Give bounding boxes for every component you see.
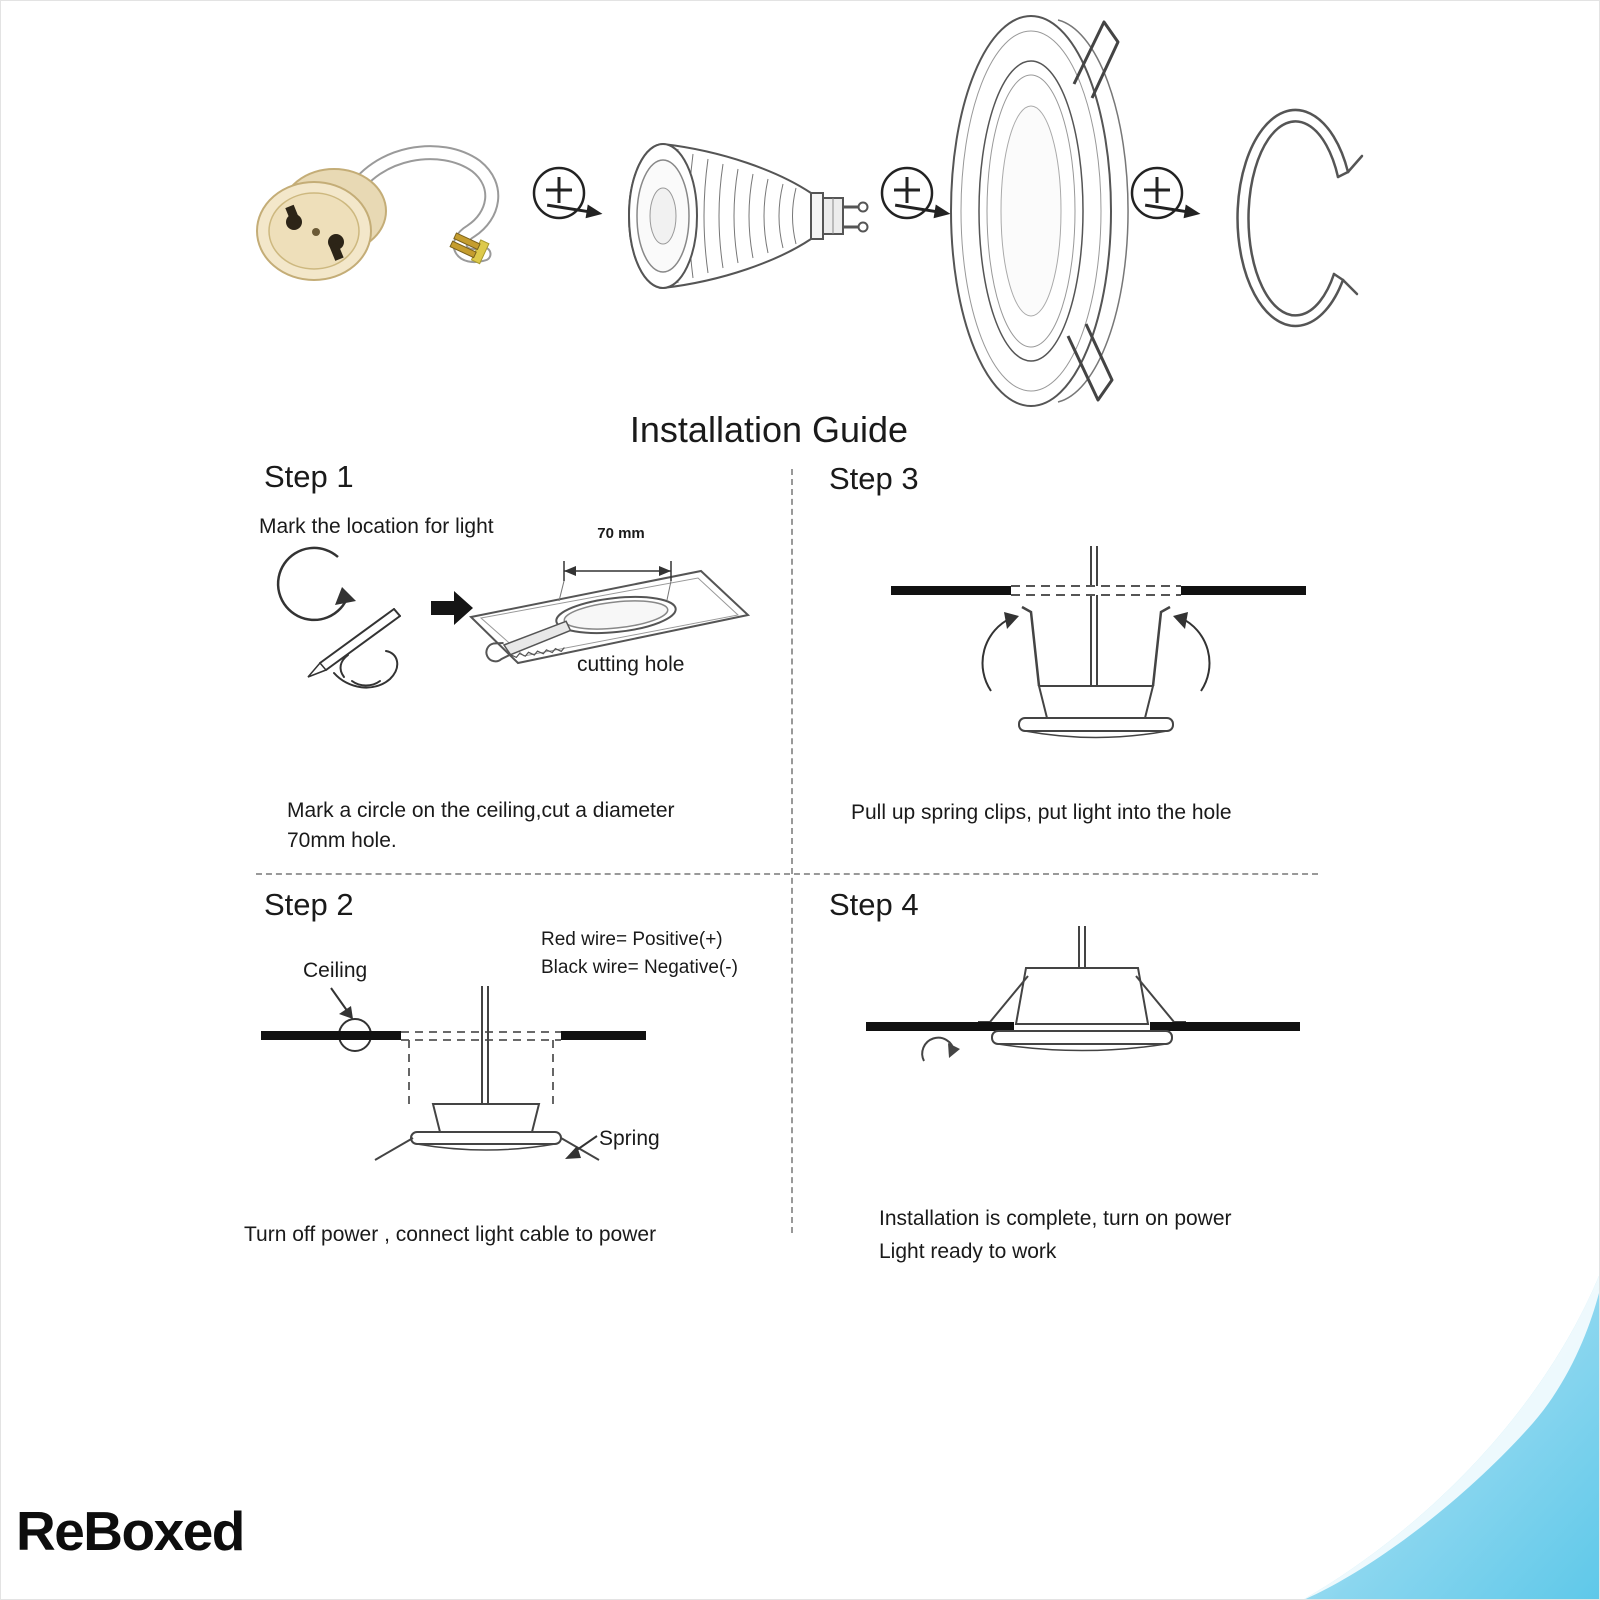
rotate-arrow-left-icon — [981, 612, 1019, 692]
ceiling-left — [261, 1031, 401, 1040]
power-cable — [1078, 926, 1086, 971]
downlight-fixture — [978, 967, 1186, 1025]
step4-caption-line2: Light ready to work — [879, 1240, 1057, 1263]
step3-caption: Pull up spring clips, put light into the… — [851, 801, 1232, 824]
page-title: Installation Guide — [629, 409, 909, 450]
power-cable — [1090, 546, 1098, 686]
step1-caption-line2: 70mm hole. — [287, 829, 397, 852]
circular-arrow-icon — [276, 546, 356, 622]
spring-clips — [1021, 605, 1171, 687]
step3-label: Step 3 — [829, 461, 919, 496]
trim-ring — [991, 1030, 1173, 1052]
hand-pen-icon — [307, 608, 401, 689]
dimension-70mm — [558, 561, 672, 602]
hole-dimension-label: 70 mm — [597, 525, 645, 542]
step2-label: Step 2 — [264, 887, 354, 922]
wire-note-line2: Black wire= Negative(-) — [541, 957, 738, 978]
ceiling-right — [1150, 1022, 1300, 1031]
plus-arrow-icon — [1129, 163, 1205, 235]
lock-arrow-icon — [921, 1036, 960, 1062]
spring-clip-illustration — [1226, 96, 1366, 346]
rotate-arrow-right-icon — [1173, 612, 1211, 692]
ceiling-left — [866, 1022, 1014, 1031]
step3-diagram — [861, 546, 1331, 791]
power-cable — [481, 986, 489, 1104]
wire-note-line1: Red wire= Positive(+) — [541, 929, 723, 950]
step4-caption-line1: Installation is complete, turn on power — [879, 1207, 1232, 1230]
cutting-hole-label: cutting hole — [577, 653, 685, 676]
step1-instruction: Mark the location for light — [259, 515, 494, 538]
ceiling-label: Ceiling — [303, 959, 368, 982]
led-bulb-illustration — [613, 101, 883, 331]
ceiling-pointer-arrow — [330, 987, 372, 1052]
page-curl-graphic — [1301, 1271, 1599, 1599]
vertical-divider — [791, 469, 793, 1233]
socket-keyhole-slots — [285, 204, 344, 261]
plus-arrow-icon — [879, 163, 955, 235]
step4-diagram — [866, 926, 1306, 1091]
step1-caption-line1: Mark a circle on the ceiling,cut a diame… — [287, 799, 675, 822]
insertion-dashed-box — [401, 1031, 561, 1104]
spring-pointer-arrow — [565, 1135, 598, 1159]
downlight-fixture — [374, 1103, 600, 1161]
downlight-fixture — [1018, 685, 1174, 739]
spring-label: Spring — [599, 1127, 660, 1150]
ceiling-left — [891, 586, 1011, 595]
gu10-socket-illustration — [236, 126, 526, 326]
spring-clips — [1066, 20, 1120, 402]
step4-label: Step 4 — [829, 887, 919, 922]
ceiling-right — [1181, 586, 1306, 595]
step2-caption: Turn off power , connect light cable to … — [244, 1223, 657, 1246]
plus-arrow-icon — [531, 163, 607, 235]
wire-terminals — [449, 232, 490, 265]
step1-diagram — [256, 541, 786, 756]
step2-diagram — [259, 986, 729, 1201]
brand-logo: ReBoxed — [16, 1500, 245, 1562]
saw-icon — [485, 620, 572, 663]
downlight-illustration — [946, 6, 1156, 416]
hole-dashed-lines — [1011, 585, 1181, 596]
horizontal-divider — [256, 873, 1318, 875]
ceiling-right — [561, 1031, 646, 1040]
gu10-pins — [843, 201, 869, 233]
step1-label: Step 1 — [264, 459, 354, 494]
right-arrow-icon — [431, 591, 473, 625]
